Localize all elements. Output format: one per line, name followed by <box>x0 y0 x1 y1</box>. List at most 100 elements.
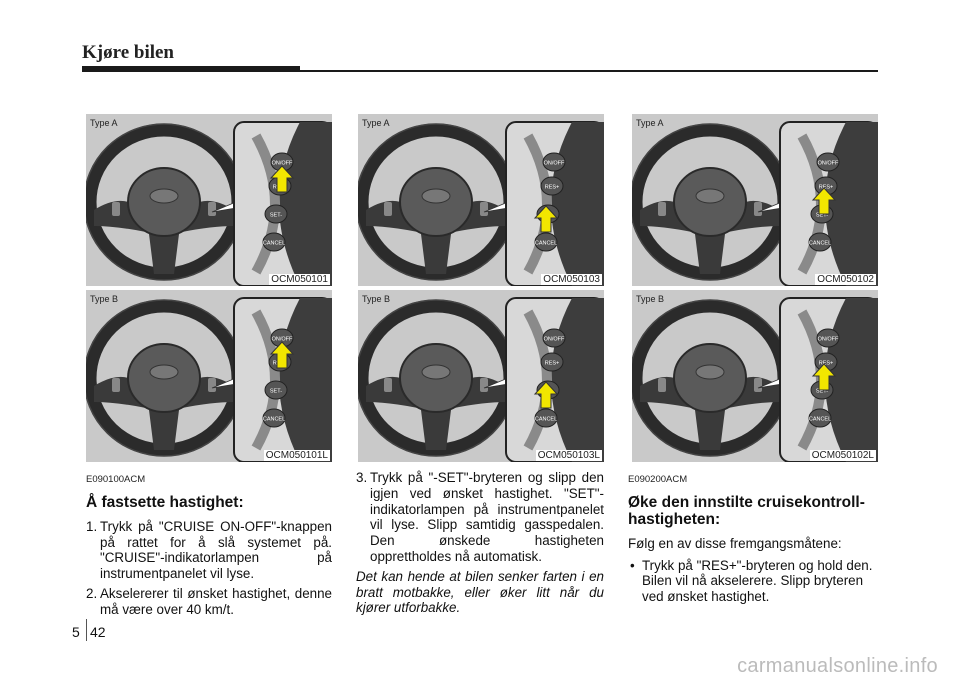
press-arrow-icon <box>269 165 295 193</box>
cruise-button-label: ON/OFF <box>544 337 565 343</box>
wheel-spoke-bottom <box>148 226 180 274</box>
right-switch <box>480 378 488 392</box>
item-number: 1. <box>86 518 98 534</box>
wheel-spoke-bottom <box>420 226 452 274</box>
cruise-button <box>808 232 832 252</box>
hub-emblem <box>695 188 725 204</box>
bullet-dot: • <box>630 557 635 573</box>
figure-type-label: Type A <box>90 118 118 128</box>
figure-type-label: Type B <box>90 294 119 304</box>
hub-emblem <box>149 188 179 204</box>
right-switch <box>208 202 216 216</box>
wheel-spoke-bottom <box>694 402 726 450</box>
hub-emblem <box>149 364 179 380</box>
cruise-button <box>264 380 288 400</box>
right-switch <box>480 202 488 216</box>
section-heading: Øke den innstilte cruisekontroll-hastigh… <box>628 493 865 528</box>
figure-code: OCM050101 <box>269 274 330 285</box>
figure-type-label: Type B <box>362 294 391 304</box>
figure-code: OCM050101L <box>263 450 330 461</box>
cruise-button <box>534 232 558 252</box>
cruise-button <box>542 152 566 172</box>
cruise-button-label: CANCEL <box>809 417 831 423</box>
left-switch <box>384 378 392 392</box>
press-arrow-icon <box>811 187 837 215</box>
section-number: 5 <box>72 624 80 640</box>
column-3: E090200ACM Øke den innstilte cruisekontr… <box>628 472 878 605</box>
header-rule-thin <box>300 70 878 72</box>
section-heading: Å fastsette hastighet: <box>86 493 244 511</box>
cruise-button-label: RES+ <box>819 361 834 367</box>
press-arrow-icon <box>533 205 559 233</box>
cruise-button <box>534 408 558 428</box>
item-text: Trykk på "CRUISE ON-OFF"-knappen på ratt… <box>100 518 332 582</box>
left-switch <box>658 202 666 216</box>
cruise-button-label: ON/OFF <box>818 337 839 343</box>
header-rule-thick <box>82 66 300 72</box>
press-arrow-icon <box>811 363 837 391</box>
inset-button-panel <box>251 133 280 275</box>
wheel-spoke-bottom <box>420 402 452 450</box>
cruise-button <box>816 152 840 172</box>
cruise-button <box>542 328 566 348</box>
section-code: E090100ACM <box>86 474 146 485</box>
watermark: carmanualsonline.info <box>737 655 938 677</box>
column-1: E090100ACM Å fastsette hastighet: 1. Try… <box>86 472 332 622</box>
cruise-button <box>540 352 564 372</box>
cruise-button <box>262 408 286 428</box>
figure-type-label: Type A <box>362 118 390 128</box>
inset-button-panel <box>251 309 280 451</box>
left-switch <box>112 202 120 216</box>
cruise-button-label: SET- <box>270 213 282 219</box>
wheel-spoke-bottom <box>694 226 726 274</box>
intro-text: Følg en av disse fremgangsmåtene: <box>628 535 842 551</box>
figure-code: OCM050103 <box>541 274 602 285</box>
bullet-text: Trykk på "RES+"-bryteren og hold den. Bi… <box>642 557 873 605</box>
cruise-button-label: CANCEL <box>263 241 285 247</box>
item-number: 3. <box>356 470 368 485</box>
right-switch <box>754 378 762 392</box>
figure-code: OCM050103L <box>535 450 602 461</box>
cruise-button <box>264 204 288 224</box>
left-switch <box>112 378 120 392</box>
figure-6: ON/OFF RES+ SET- CANCEL Type B OCM050102L <box>632 290 878 462</box>
figure-code: OCM050102 <box>815 274 876 285</box>
cruise-button-label: ON/OFF <box>544 161 565 167</box>
cruise-button-label: CANCEL <box>535 417 557 423</box>
cruise-button <box>808 408 832 428</box>
left-switch <box>658 378 666 392</box>
cruise-button-label: SET- <box>270 389 282 395</box>
inset-button-panel <box>523 309 552 451</box>
figure-type-label: Type A <box>636 118 664 128</box>
item-text: Trykk på "-SET"-bryteren og slipp den ig… <box>370 470 604 564</box>
list-item: 3. Trykk på "-SET"-bryteren og slipp den… <box>356 470 604 565</box>
left-switch <box>384 202 392 216</box>
cruise-button-label: RES+ <box>545 361 560 367</box>
cruise-button-label: RES+ <box>545 185 560 191</box>
right-switch <box>754 202 762 216</box>
bullet-item: • Trykk på "RES+"-bryteren og hold den. … <box>628 558 878 605</box>
hub-emblem <box>421 188 451 204</box>
figure-code: OCM050102L <box>809 450 876 461</box>
section-code: E090200ACM <box>628 474 688 485</box>
column-2: 3. Trykk på "-SET"-bryteren og slipp den… <box>356 470 604 616</box>
cruise-button-label: ON/OFF <box>272 161 293 167</box>
inset-button-panel <box>523 133 552 275</box>
steering-wheel-illustration: ON/OFF RES+ SET- CANCEL <box>632 297 878 462</box>
cruise-button-label: SET- <box>816 389 828 395</box>
figure-type-label: Type B <box>636 294 665 304</box>
hub-emblem <box>421 364 451 380</box>
cruise-button-label: RES+ <box>819 185 834 191</box>
press-arrow-icon <box>533 381 559 409</box>
cruise-button-label: ON/OFF <box>818 161 839 167</box>
wheel-spoke-bottom <box>148 402 180 450</box>
cruise-button-label: CANCEL <box>809 241 831 247</box>
